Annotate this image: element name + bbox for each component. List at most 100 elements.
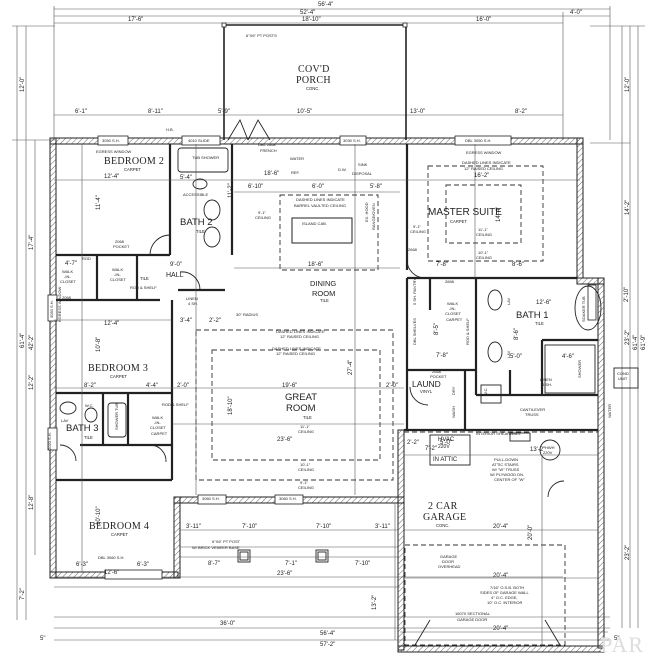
bedroom3-width: 12'-4" (104, 321, 120, 327)
osb-note-1: 7/16" O.S.B. BOTH (490, 585, 525, 590)
bedroom4-label: BEDROOM 4 (89, 521, 150, 532)
master-dim-1: 7'-8" (436, 262, 448, 268)
laundry-dim-2: 7'-2" (425, 446, 437, 452)
dim-bottom-overall: 56'-4" (320, 631, 336, 637)
kitchen-sink: SINK (358, 162, 368, 167)
master-ceiling-1-label: CEILING (410, 229, 427, 234)
osb-note-3: 4" O.C. EDGE, (491, 595, 518, 600)
dim-bottom-total: 57'-2" (320, 642, 336, 648)
dim-right-total: 61'-9" (641, 334, 647, 350)
wic-hall-label: WALK (112, 267, 124, 272)
laundry-dryer: DRY (451, 386, 456, 395)
bath3-lav: LAV (61, 418, 69, 423)
master-egress: EGRESS WINDOW (466, 150, 502, 155)
bath1-depth: 8'-6" (514, 328, 520, 340)
bath1-shower: SHOWER (577, 360, 582, 378)
bath1-label: BATH 1 (516, 310, 549, 321)
bedroom3-label: BEDROOM 3 (88, 363, 149, 374)
great-ceiling-3-label: CEILING (298, 485, 315, 490)
window-rear-1: 3060 S.H. (202, 496, 220, 501)
water-heater: HWH (545, 445, 555, 450)
dim-garage-offset: 4'-0" (570, 10, 582, 16)
dining-width: 18'-6" (308, 262, 324, 268)
wic3-label-2: -IN- (154, 420, 161, 425)
bath3-wc: W.C. (85, 403, 94, 408)
dim-right-bath: 23'-2" (625, 329, 631, 345)
bedroom2-depth: 11'-4" (96, 195, 102, 210)
dim-bottom-offset-left: 5" (40, 636, 46, 642)
hall-dim-1: 3'-4" (180, 318, 192, 324)
hose-bib: H.B. (166, 127, 174, 132)
bedroom3-depth: 10'-8" (96, 336, 102, 352)
bath2-width: 5'-4" (180, 175, 192, 181)
kitchen-ceiling-note-1: DASHED LINES INDICATE (296, 197, 345, 202)
bath3-surface: TILE (84, 435, 93, 440)
bath1-lav-1: LAV (506, 297, 511, 305)
garage-door-label-2: GARAGE DOOR (457, 617, 488, 622)
range-label: RANGE/OVEN (371, 203, 376, 230)
great-ceiling-note-2a: 12" RAISED CEILING (280, 334, 319, 339)
dim-left-porch: 7'-2" (20, 588, 26, 600)
dim-house-width: 52'-4" (300, 10, 316, 16)
hall-radius: 30" RADIUS (236, 312, 259, 317)
attic-stairs-4: W/ PLYWOOD DN. (490, 472, 525, 477)
watermark-logo: PAR (600, 632, 644, 657)
wic3-label-3: CLOSET (150, 425, 167, 430)
great-depth-2: 27'-4" (348, 359, 354, 375)
dim-front-5: 13'-0" (410, 109, 426, 115)
garage-door-note-1: GARAGE (440, 554, 458, 559)
rear-porch-dim-1: 3'-11" (186, 524, 201, 530)
kitchen-ceiling-note-2: BARREL VAULTED CEILING (294, 203, 346, 208)
garage-door-note-3: OVERHEAD (438, 564, 461, 569)
garage-dim-1: 13'-2" (530, 447, 546, 453)
dim-left-middle: 12'-2" (29, 374, 35, 390)
osb-note-2: SIDES OF GARAGE WALL (480, 590, 529, 595)
rear-dim-5: 7'-1" (285, 561, 297, 567)
porch-post-note: 6"X6" PT POSTS (246, 33, 277, 38)
master-ceiling-3: 10'-1" (478, 250, 489, 255)
window-rear-2: 3060 S.H. (279, 496, 297, 501)
bedroom3-dim-1: 8'-2" (84, 383, 96, 389)
dining-label: DINING (310, 279, 337, 288)
window-bath3: 2020 S.H. (47, 432, 52, 450)
bath2-tub: TUB SHOWER (192, 155, 220, 160)
dim-left-lower: 12'-8" (29, 494, 35, 510)
wic-bed2-label-2: -IN- (64, 274, 71, 279)
laundry-washer: WASH (451, 406, 456, 418)
hall-rod-shelf: ROD & SHELF (130, 285, 157, 290)
dim-right-garage: 23'-2" (625, 544, 631, 560)
laundry-label: LAUND (412, 379, 441, 389)
cantilever-truss: TRUSS (525, 412, 539, 417)
kitchen-width: 18'-6" (264, 171, 280, 177)
rear-dim-4: 8'-7" (208, 561, 220, 567)
closet-rod: ROD (82, 256, 91, 261)
bath1-wc: W.C. (483, 387, 488, 396)
laundry-door-2: POCKET (430, 374, 447, 379)
bedroom3-surface: CARPET (110, 374, 127, 379)
rear-dim-1: 6'-3" (76, 562, 88, 568)
water-heater-voltage: 220V (543, 450, 553, 455)
shearwall-label: INTERIOR SHEARWALL (476, 431, 521, 436)
rear-dim-6: 7'-10" (355, 561, 371, 567)
great-width: 19'-6" (282, 383, 298, 389)
window-master: DBL 3050 S.H. (465, 138, 492, 143)
dim-bottom-house: 36'-0" (220, 621, 236, 627)
laundry-surface: VINYL (420, 389, 433, 394)
osb-note-4: 10" O.C. INTERIOR (487, 600, 523, 605)
great-width-2: 23'-6" (277, 437, 293, 443)
window-bedroom4: DBL 3060 S.H. (98, 555, 125, 560)
bath1-linen-2: 4 SH. (542, 382, 553, 387)
bedroom2-surface: CARPET (124, 167, 141, 172)
garage-width: 20'-4" (493, 524, 509, 530)
dining-surface: TILE (320, 298, 329, 303)
dim-left-overall: 61'-4" (20, 332, 26, 348)
wic-master-label-3: CLOSET (445, 311, 462, 316)
dim-front-6: 8'-2" (515, 109, 527, 115)
wic-master-label: WALK (447, 301, 459, 306)
wic3-label: WALK (152, 415, 164, 420)
cond-unit-2: UNIT (618, 376, 628, 381)
wic-hall-label-2: -IN- (114, 272, 121, 277)
garage-door-note-2: DOOR (442, 559, 454, 564)
dim-porch-left: 17'-6" (128, 17, 144, 23)
dim-porch-depth-left: 12'-0" (20, 76, 26, 92)
